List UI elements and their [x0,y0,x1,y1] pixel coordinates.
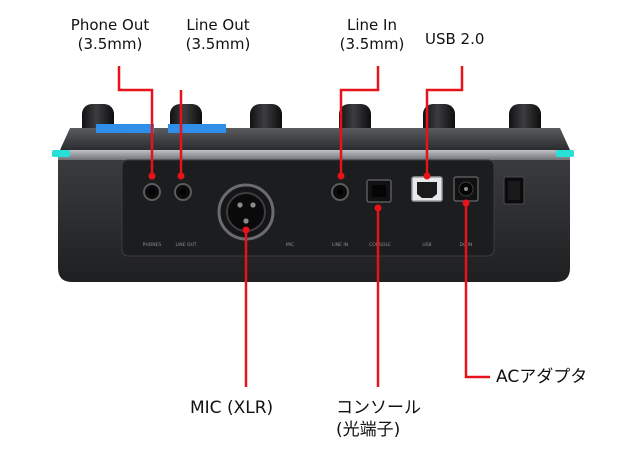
label-phone-out-line1: Phone Out [70,16,150,34]
line-in-jack [331,183,349,201]
panel-label-console: CONSOLE [369,242,391,248]
xlr-mic-jack [217,183,275,241]
callout-dot [177,172,185,180]
label-line-in-line2: (3.5mm) [339,35,405,53]
panel-label-mic: MIC [286,242,294,248]
label-console-line1: コンソール [336,398,421,418]
callout-dots [148,172,470,234]
label-console-line2: (光端子) [336,420,401,440]
label-ac-adapter: ACアダプタ [496,366,587,388]
callout-dot [374,204,382,212]
label-line-in: Line In (3.5mm) [340,16,405,54]
optical-port [366,179,392,203]
power-switch-rocker [508,181,520,200]
phones-jack [143,183,161,201]
label-usb-line1: USB 2.0 [425,30,485,48]
edge-glow-right [556,150,574,157]
blue-fader-left [96,124,154,133]
label-console: コンソール (光端子) [336,397,421,441]
label-usb: USB 2.0 [425,30,484,49]
callout-line-ac-adapter [464,203,490,379]
label-line-out-line2: (3.5mm) [185,35,251,53]
label-line-in-line1: Line In [347,16,397,34]
panel-label-line-in: LINE IN [332,242,348,248]
callout-lines [117,66,490,387]
panel-label-usb: USB [422,242,431,248]
label-line-out: Line Out (3.5mm) [186,16,251,54]
callout-dot [337,172,345,180]
callout-line-phone-out [117,66,154,176]
label-phone-out-line2: (3.5mm) [77,35,143,53]
callout-dot [462,199,470,207]
usb-b-port [411,176,443,202]
label-line-out-line1: Line Out [186,16,250,34]
callout-dot [423,172,431,180]
label-mic-line1: MIC (XLR) [190,398,274,418]
front-strip [58,150,570,160]
callout-dot [242,226,250,234]
label-ac-adapter-line1: ACアダプタ [496,367,588,387]
callout-line-usb [425,66,464,176]
line-out-jack [174,183,192,201]
edge-glow-left [52,150,70,157]
callout-dot [148,172,156,180]
panel-label-phones: PHONES [143,242,162,248]
callout-line-line-in [339,66,380,176]
blue-fader-right [168,124,226,133]
panel-label-line-out: LINE OUT [175,242,196,248]
connector-panel [121,159,495,257]
top-surface [60,128,570,150]
label-mic: MIC (XLR) [190,397,273,419]
dc-in-jack [453,176,479,202]
label-phone-out: Phone Out (3.5mm) [71,16,149,54]
